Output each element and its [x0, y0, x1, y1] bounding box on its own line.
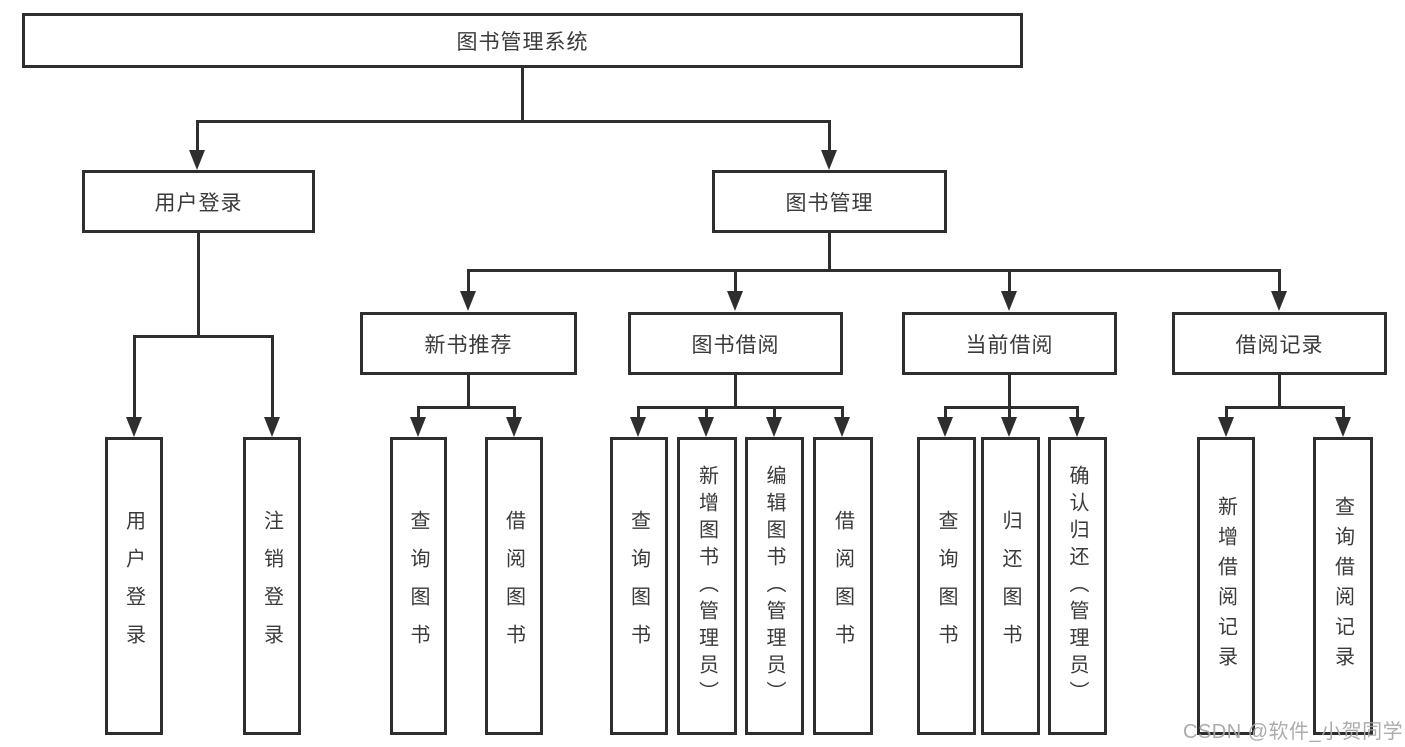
arrow-down: [410, 417, 426, 437]
node-leaf-add-borrow-record: 新增借阅记录: [1197, 437, 1255, 735]
node-user-login: 用户登录: [82, 170, 315, 233]
node-leaf-return-book: 归还图书: [981, 437, 1040, 735]
arrow-down: [1218, 417, 1234, 437]
connector-line: [637, 406, 640, 419]
connector-line: [467, 269, 1281, 272]
connector-line: [467, 269, 470, 293]
node-leaf-edit-book-admin-label: 编辑图书（管理员）: [763, 464, 785, 708]
connector-line: [637, 406, 843, 409]
arrow-down: [460, 291, 476, 311]
arrow-down: [189, 150, 205, 170]
connector-line: [841, 406, 844, 419]
node-library-system: 图书管理系统: [22, 13, 1023, 68]
connector-line: [1008, 406, 1011, 419]
node-leaf-query-books-recommend-label: 查询图书: [407, 510, 429, 662]
connector-line: [1076, 406, 1079, 419]
connector-line: [1008, 269, 1011, 293]
connector-line: [521, 68, 524, 122]
node-leaf-borrow-book: 借阅图书: [813, 437, 873, 735]
connector-line: [1008, 375, 1011, 408]
node-current-borrowing-label: 当前借阅: [965, 333, 1054, 357]
connector-line: [196, 120, 199, 151]
node-leaf-query-books-current-label: 查询图书: [935, 510, 957, 662]
arrow-down: [1271, 291, 1287, 311]
node-leaf-borrow-book-label: 借阅图书: [831, 510, 854, 662]
connector-line: [1278, 375, 1281, 408]
connector-line: [197, 233, 200, 337]
node-leaf-user-login-label: 用户登录: [122, 510, 145, 662]
node-current-borrowing: 当前借阅: [902, 312, 1117, 375]
connector-line: [1225, 406, 1228, 419]
connector-line: [513, 406, 516, 419]
node-leaf-confirm-return-admin-label: 确认归还（管理员）: [1066, 464, 1088, 708]
connector-line: [944, 406, 1078, 409]
arrow-down: [766, 417, 782, 437]
connector-line: [734, 375, 737, 408]
node-leaf-user-login: 用户登录: [105, 437, 163, 735]
arrow-down: [1001, 417, 1017, 437]
node-leaf-add-borrow-record-label: 新增借阅记录: [1214, 496, 1237, 676]
arrow-down: [1069, 417, 1085, 437]
node-leaf-query-books-borrowing: 查询图书: [610, 437, 668, 735]
arrow-down: [126, 417, 142, 437]
node-leaf-query-books-borrowing-label: 查询图书: [627, 510, 650, 662]
node-leaf-return-book-label: 归还图书: [999, 510, 1021, 662]
connector-line: [467, 375, 470, 408]
connector-line: [133, 335, 136, 418]
arrow-down: [834, 417, 850, 437]
node-leaf-query-borrow-record-label: 查询借阅记录: [1331, 496, 1354, 676]
node-leaf-add-book-admin: 新增图书（管理员）: [677, 437, 737, 735]
node-leaf-borrow-book-recommend-label: 借阅图书: [502, 510, 525, 662]
node-leaf-edit-book-admin: 编辑图书（管理员）: [745, 437, 804, 735]
node-borrowing-records: 借阅记录: [1172, 312, 1387, 375]
node-book-management-label: 图书管理: [785, 191, 874, 215]
node-new-book-recommend: 新书推荐: [360, 312, 577, 375]
connector-line: [196, 120, 831, 123]
node-leaf-query-borrow-record: 查询借阅记录: [1313, 437, 1373, 735]
csdn-watermark: CSDN @软件_小贺同学: [1183, 721, 1404, 743]
arrow-down: [630, 417, 646, 437]
node-book-borrowing: 图书借阅: [628, 312, 843, 375]
node-book-borrowing-label: 图书借阅: [691, 333, 780, 357]
arrow-down: [264, 417, 280, 437]
connector-line: [828, 233, 831, 271]
connector-line: [271, 335, 274, 418]
connector-line: [1278, 269, 1281, 293]
connector-line: [1342, 406, 1345, 419]
node-library-system-label: 图书管理系统: [456, 30, 589, 54]
node-user-login-label: 用户登录: [154, 191, 243, 215]
connector-line: [417, 406, 420, 419]
connector-line: [944, 406, 947, 419]
node-new-book-recommend-label: 新书推荐: [424, 333, 513, 357]
connector-line: [133, 335, 273, 338]
connector-line: [734, 269, 737, 293]
arrow-down: [1001, 291, 1017, 311]
connector-line: [773, 406, 776, 419]
node-leaf-confirm-return-admin: 确认归还（管理员）: [1048, 437, 1107, 735]
arrow-down: [506, 417, 522, 437]
arrow-down: [821, 150, 837, 170]
node-book-management: 图书管理: [712, 170, 947, 233]
arrow-down: [727, 291, 743, 311]
connector-line: [828, 120, 831, 151]
arrow-down: [937, 417, 953, 437]
connector-line: [1225, 406, 1344, 409]
arrow-down: [1335, 417, 1351, 437]
node-leaf-query-books-current: 查询图书: [917, 437, 976, 735]
node-leaf-query-books-recommend: 查询图书: [390, 437, 447, 735]
connector-line: [417, 406, 515, 409]
node-leaf-logout: 注销登录: [243, 437, 301, 735]
node-borrowing-records-label: 借阅记录: [1235, 333, 1324, 357]
node-leaf-logout-label: 注销登录: [260, 510, 283, 662]
arrow-down: [698, 417, 714, 437]
connector-line: [705, 406, 708, 419]
node-leaf-borrow-book-recommend: 借阅图书: [485, 437, 543, 735]
node-leaf-add-book-admin-label: 新增图书（管理员）: [695, 464, 718, 708]
